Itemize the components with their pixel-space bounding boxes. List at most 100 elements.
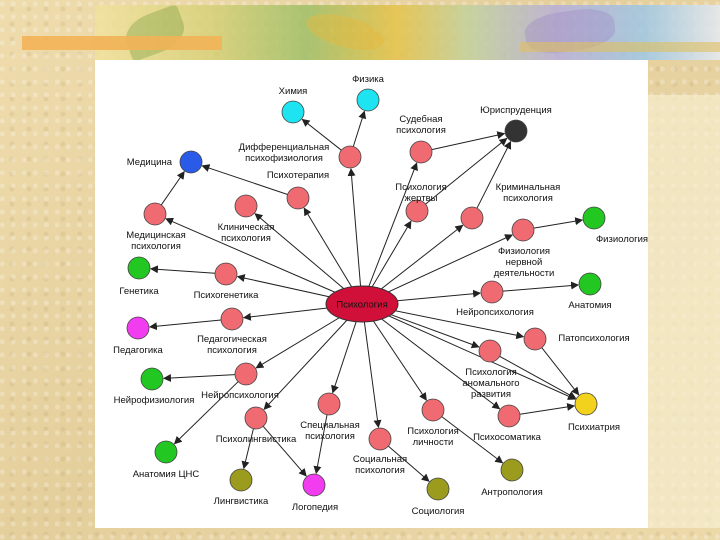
arrow-psiholing-to-lingvistika xyxy=(241,428,254,470)
node-label-line: психология xyxy=(305,431,355,442)
node-fiziologiya xyxy=(582,206,606,230)
node-label-fizika: Физика xyxy=(352,74,385,85)
node-fizika xyxy=(356,88,380,112)
node-label-psihosomat: Психосоматика xyxy=(473,432,542,443)
node-label-line: Медицина xyxy=(127,157,173,168)
node-label-line: Физиология xyxy=(596,234,648,245)
node-sociologiya xyxy=(426,477,450,501)
node-label-anatomiya: Анатомия xyxy=(568,300,611,311)
node-pedpsih xyxy=(220,307,244,331)
node-label-line: Психология xyxy=(395,182,446,193)
center-node-psychology xyxy=(325,285,399,323)
node-kriminal xyxy=(460,206,484,230)
node-label-line: Патопсихология xyxy=(558,333,629,344)
node-psihiatriya xyxy=(574,392,598,416)
node-label-line: аномального xyxy=(462,378,519,389)
node-label-line: развития xyxy=(471,389,511,400)
node-label-line: психология xyxy=(221,233,271,244)
arrow-center-to-diff xyxy=(347,167,363,305)
node-label-line: Антропология xyxy=(481,487,543,498)
node-lichnost xyxy=(421,398,445,422)
node-label-line: Психиатрия xyxy=(568,422,620,433)
node-label-neiropsih1: Нейропсихология xyxy=(456,307,534,318)
node-label-sociologiya: Социология xyxy=(412,506,465,517)
node-label-line: Психотерапия xyxy=(267,170,329,181)
arrow-psiholing-to-logopediya xyxy=(262,425,307,477)
node-label-line: Лингвистика xyxy=(214,496,269,507)
arrow-center-to-medpsih xyxy=(165,217,363,305)
arrow-neiropsih2-to-neirofiz xyxy=(162,373,236,382)
arrow-psihosomat-to-psihiatriya xyxy=(519,402,576,415)
node-gnd xyxy=(511,218,535,242)
node-label-line: Социология xyxy=(412,506,465,517)
node-lingvistika xyxy=(229,468,253,492)
node-socpsih xyxy=(368,427,392,451)
node-label-line: Судебная xyxy=(399,114,442,125)
arrow-diff-to-fizika xyxy=(352,110,367,147)
node-label-line: Юриспруденция xyxy=(480,105,552,116)
arrow-psihoterapiya-to-medicina xyxy=(201,164,288,195)
node-label-yurisprud: Юриспруденция xyxy=(480,105,552,116)
node-label-line: психология xyxy=(355,465,405,476)
node-pedagogika xyxy=(126,316,150,340)
arrow-gnd-to-fiziologiya xyxy=(533,217,584,229)
node-label-line: Криминальная xyxy=(496,182,561,193)
node-label-line: Химия xyxy=(279,86,308,97)
node-anatcns xyxy=(154,440,178,464)
decorative-strip xyxy=(648,95,720,528)
arrow-sudebnaya-to-yurisprud xyxy=(431,131,506,151)
node-label-pedagogika: Педагогика xyxy=(113,345,163,356)
node-label-line: Физика xyxy=(352,74,385,85)
node-label-genetika: Генетика xyxy=(119,286,159,297)
node-label-medicina: Медицина xyxy=(127,157,173,168)
node-label-neiropsih2: Нейропсихология xyxy=(201,390,279,401)
node-label-psihoterapiya: Психотерапия xyxy=(267,170,329,181)
node-himiya xyxy=(281,100,305,124)
node-specpsih xyxy=(317,392,341,416)
node-label-line: Физиология xyxy=(498,246,550,257)
node-label-line: психология xyxy=(503,193,553,204)
arrow-diff-to-himiya xyxy=(301,118,342,151)
decorative-bar xyxy=(520,42,720,52)
arrow-center-to-psiholing xyxy=(263,303,363,410)
arrow-center-to-socpsih xyxy=(361,303,382,429)
node-label-line: жертвы xyxy=(405,193,438,204)
node-label-line: Психология xyxy=(465,367,516,378)
arrow-kriminal-to-yurisprud xyxy=(476,140,512,209)
node-label-himiya: Химия xyxy=(279,86,308,97)
node-label-line: Анатомия xyxy=(568,300,611,311)
node-zhertvy xyxy=(405,199,429,223)
node-label-line: Нейропсихология xyxy=(456,307,534,318)
arrow-center-to-sudebnaya xyxy=(361,162,418,305)
arrow-psihogenetika-to-genetika xyxy=(149,265,216,274)
node-label-psihiatriya: Психиатрия xyxy=(568,422,620,433)
arrow-anomal-to-psihiatriya xyxy=(499,355,577,399)
node-label-line: психология xyxy=(207,345,257,356)
node-yurisprud xyxy=(504,119,528,143)
node-label-line: Генетика xyxy=(119,286,159,297)
node-label-line: психология xyxy=(396,125,446,136)
node-neirofiz xyxy=(140,367,164,391)
arrow-neiropsih1-to-anatomiya xyxy=(502,281,580,292)
node-patopsih xyxy=(523,327,547,351)
arrow-center-to-psihiatriya xyxy=(361,303,576,400)
node-label-line: Дифференциальная xyxy=(239,142,330,153)
node-label-fiziologiya: Физиология xyxy=(596,234,648,245)
node-label-line: Педагогика xyxy=(113,345,163,356)
node-label-line: нервной xyxy=(506,257,543,268)
node-neiropsih2 xyxy=(234,362,258,386)
node-psihogenetika xyxy=(214,262,238,286)
node-label-line: Психолингвистика xyxy=(216,434,297,445)
node-label-line: Медицинская xyxy=(126,230,185,241)
node-label-line: психофизиология xyxy=(245,153,323,164)
node-psiholing xyxy=(244,406,268,430)
